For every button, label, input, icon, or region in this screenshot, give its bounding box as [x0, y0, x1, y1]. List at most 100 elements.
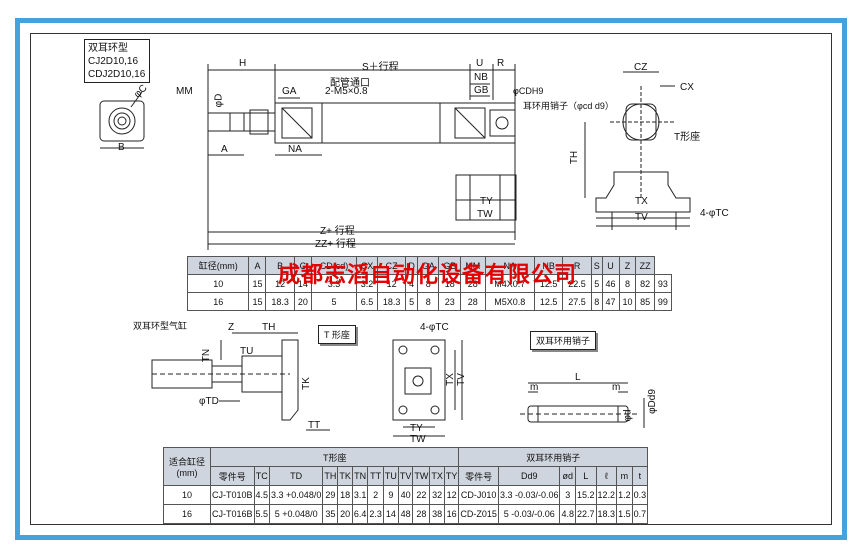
dim-tn: TN: [201, 348, 213, 363]
dim-cx: CX: [680, 82, 694, 93]
table-header-cell: L: [575, 466, 597, 486]
table-cell: 23: [438, 292, 462, 311]
table-cell: 10: [186, 274, 250, 293]
table-cell: 15: [248, 274, 267, 293]
table-cell: 8: [590, 292, 603, 311]
dim-dd9: φDd9: [646, 389, 658, 414]
dim-cd: φCDH9: [513, 86, 544, 96]
table-cell: 5 +0.048/0: [269, 504, 324, 524]
dim-d: φD: [213, 93, 225, 108]
table-header-cell: ℓ: [595, 466, 618, 486]
table-cell: 20: [293, 292, 312, 311]
dim-z: Z+ 行程: [320, 226, 355, 237]
table-cell: 99: [653, 292, 673, 311]
table-cell: 82: [635, 274, 655, 293]
dim-tv-lower: TV: [455, 373, 467, 386]
table-cell: 35: [322, 504, 339, 524]
outer-blue-frame: [15, 18, 847, 540]
table-cell: 28: [412, 504, 431, 524]
table-cell: 12.5: [533, 292, 564, 311]
dim-td: φTD: [199, 396, 219, 407]
table-header-cell: t: [631, 466, 649, 486]
table-cell: 47: [601, 292, 620, 311]
table-header-cell: Z: [618, 256, 637, 275]
table-cell: 6.4: [351, 504, 369, 524]
t-base-top-view: [392, 339, 446, 421]
dim-u: U: [476, 58, 484, 69]
table-header-cell: ZZ: [635, 256, 655, 275]
table-header-cell: TY: [443, 466, 460, 486]
table-cell: 9: [382, 485, 399, 505]
table-cell: 5: [310, 292, 358, 311]
table-cell: 85: [635, 292, 655, 311]
t-base-tag: T 形座: [318, 325, 356, 344]
col-bore: 适合缸径(mm): [163, 447, 211, 486]
dim-gb: GB: [474, 85, 489, 96]
dim-ty-lower: TY: [410, 423, 423, 434]
dim-mm: MM: [176, 86, 193, 97]
table-cell: 3.3 -0.03/-0.06: [497, 485, 561, 505]
dim-l: L: [575, 372, 581, 383]
table-cell: M5X0.8: [484, 292, 535, 311]
model-type: 双耳环型: [88, 43, 128, 54]
table-cell: CD-J010: [458, 485, 499, 505]
table-header-cell: TX: [429, 466, 445, 486]
table-cell: 93: [653, 274, 673, 293]
table-cell: 2: [367, 485, 384, 505]
table-header-cell: TC: [253, 466, 271, 486]
dim-th-lower: TH: [262, 322, 276, 333]
table-header-cell: TW: [412, 466, 431, 486]
t-base-label: T形座: [674, 132, 701, 143]
table-cell: 15: [248, 292, 267, 311]
table-cell: 18.3: [595, 504, 618, 524]
table-header-cell: TH: [322, 466, 339, 486]
table-cell: 12: [443, 485, 460, 505]
dim-tx-lower: TX: [444, 373, 456, 386]
table-header-cell: ød: [559, 466, 576, 486]
dim-zz: ZZ+ 行程: [315, 239, 356, 250]
table-cell: 18.3: [376, 292, 407, 311]
table-cell: 8: [618, 274, 637, 293]
table-cell: 5: [590, 274, 603, 293]
table-cell: 22.7: [575, 504, 597, 524]
pin-group: 双耳环用销子: [458, 447, 649, 467]
table-cell: 28: [460, 292, 486, 311]
bore-unit: (mm): [176, 468, 198, 478]
company-watermark: 成都志滔自动化设备有限公司: [278, 262, 578, 287]
table-header-cell: TV: [397, 466, 414, 486]
table-header-cell: TN: [351, 466, 369, 486]
dim-cz: CZ: [634, 62, 648, 73]
table-header-cell: NA: [484, 256, 535, 275]
table-cell: 2.3: [367, 504, 384, 524]
table-cell: 18.3: [265, 292, 295, 311]
table-header-cell: TD: [269, 466, 324, 486]
dim-tt: TT: [308, 420, 321, 431]
pin-label: 耳环用销子（φcd d9）: [523, 101, 614, 111]
table-cell: 12.2: [595, 485, 618, 505]
table-cell: 16: [186, 292, 250, 311]
table-header-cell: Dd9: [497, 466, 561, 486]
dim-tc: 4-φTC: [700, 208, 729, 219]
dim-s: S＋行程: [362, 62, 399, 73]
dim-b: B: [118, 142, 125, 153]
table-cell: 0.7: [631, 504, 649, 524]
table-cell: 14: [382, 504, 399, 524]
port-label: 配管通口: [330, 78, 370, 89]
pin-tag: 双耳环用销子: [530, 331, 597, 350]
table-header-cell: MM: [460, 256, 486, 275]
table-header-cell: 缸径(mm): [186, 256, 250, 275]
table-cell: 16: [163, 504, 211, 524]
table-cell: 15.2: [575, 485, 597, 505]
table-cell: 27.5: [562, 292, 592, 311]
model-code-1: CJ2D10,16: [88, 56, 139, 67]
table-header-cell: 零件号: [458, 466, 499, 486]
t-base-group: T形座: [209, 447, 460, 467]
table-cell: 8: [416, 292, 440, 311]
table-header-cell: 零件号: [210, 466, 255, 486]
table-header-cell: TU: [382, 466, 399, 486]
dim-th: TH: [569, 150, 581, 165]
